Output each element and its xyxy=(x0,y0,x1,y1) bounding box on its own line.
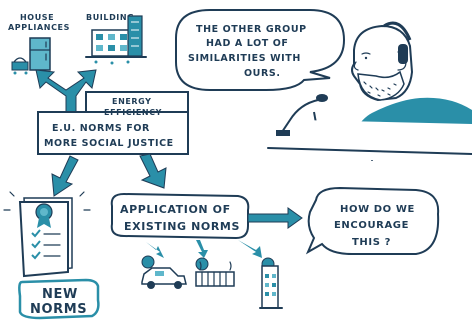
small-arrows xyxy=(146,240,262,258)
speech-bubble: THE OTHER GROUP HAD A LOT OF SIMILARITIE… xyxy=(175,9,346,91)
building-icon xyxy=(85,15,147,65)
arrow-to-encourage xyxy=(247,207,303,229)
application-label: APPLICATION OF EXISTING NORMS xyxy=(120,203,240,233)
speech-bubble-text: THE OTHER GROUP HAD A LOT OF SIMILARITIE… xyxy=(188,24,311,79)
speaker-person-icon xyxy=(267,24,472,161)
encourage-label: HOW DO WE ENCOURAGE THIS ? xyxy=(334,204,419,248)
house-appliances-label: HOUSE APPLIANCES xyxy=(8,13,70,32)
arrow-to-application xyxy=(139,153,167,189)
car-icon xyxy=(141,255,187,289)
house-appliances-icon xyxy=(11,37,51,76)
arrow-to-new-norms xyxy=(51,155,79,197)
headphones-icon xyxy=(383,21,412,64)
encourage-bubble: HOW DO WE ENCOURAGE THIS ? xyxy=(305,186,440,255)
building-label: BUILDING xyxy=(86,13,134,22)
new-norms-box: NEW NORMS xyxy=(18,278,100,320)
application-box: APPLICATION OF EXISTING NORMS xyxy=(110,192,250,240)
document-checklist-icon xyxy=(3,191,91,278)
split-arrow xyxy=(35,69,97,119)
building-small-icon xyxy=(259,257,283,309)
microphone-icon xyxy=(276,94,328,136)
energy-efficiency-box: ENERGY EFFICIENCY E.U. NORMS FOR MORE SO… xyxy=(37,91,189,155)
radiator-icon xyxy=(195,257,235,287)
energy-box-main: E.U. NORMS FOR MORE SOCIAL JUSTICE xyxy=(44,123,174,149)
energy-box-title: ENERGY EFFICIENCY xyxy=(104,97,162,117)
new-norms-label: NEW NORMS xyxy=(30,287,87,317)
